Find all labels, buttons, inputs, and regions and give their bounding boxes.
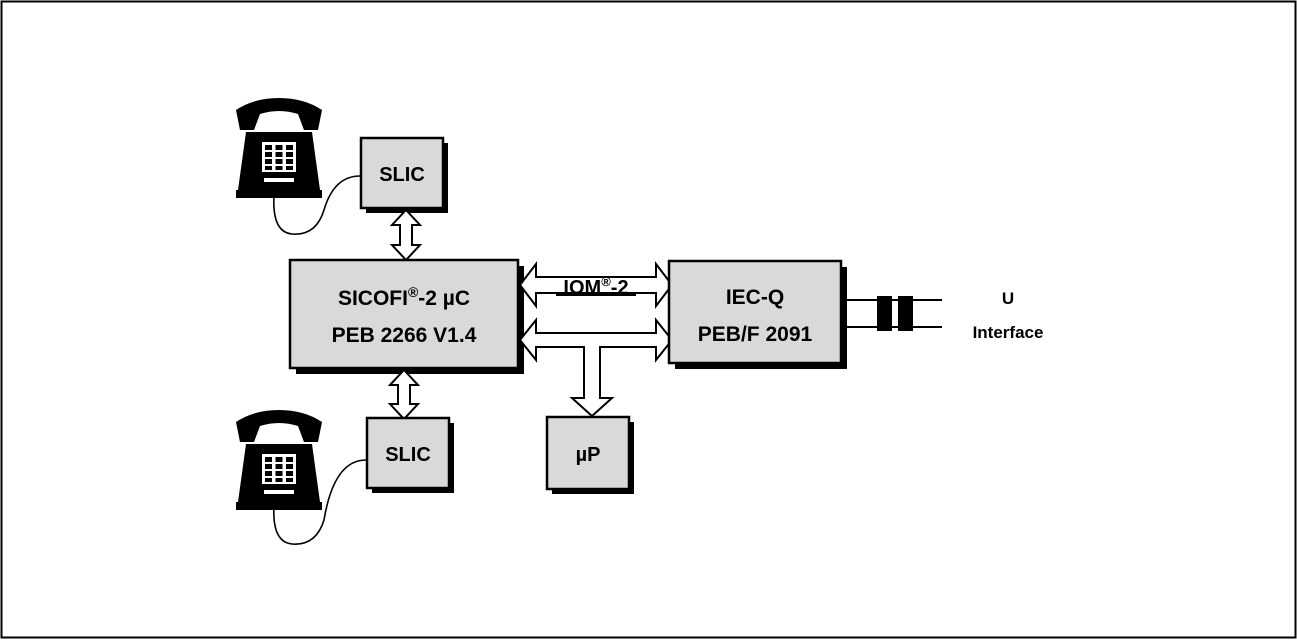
u-interface-label-line1: U bbox=[1002, 289, 1014, 308]
iecq-title: IEC-Q bbox=[726, 286, 784, 309]
telephone-icon-top bbox=[236, 98, 361, 235]
u-interface-label-line2: Interface bbox=[973, 323, 1044, 342]
sicofi-title: SICOFI®-2 µC bbox=[338, 284, 470, 310]
bidirectional-arrow-slic-bottom bbox=[387, 368, 421, 421]
iecq-part-number: PEB/F 2091 bbox=[698, 323, 813, 346]
microprocessor-block: µP bbox=[545, 415, 634, 494]
slic-top-block: SLIC bbox=[359, 136, 448, 213]
iom2-bus-label: IOM®-2 bbox=[563, 274, 628, 299]
bidirectional-arrow-slic-top bbox=[389, 208, 423, 262]
telephone-icon-bottom bbox=[236, 410, 367, 545]
sicofi-block: SICOFI®-2 µC PEB 2266 V1.4 bbox=[288, 258, 524, 374]
slic-bottom-label: SLIC bbox=[385, 444, 431, 466]
sicofi-part-number: PEB 2266 V1.4 bbox=[332, 324, 477, 347]
transformer-icon bbox=[843, 296, 942, 331]
microprocessor-label: µP bbox=[576, 444, 601, 466]
iecq-block: IEC-Q PEB/F 2091 bbox=[667, 259, 847, 369]
data-bus-arrow-bottom bbox=[518, 317, 674, 418]
slic-top-label: SLIC bbox=[379, 164, 425, 186]
slic-bottom-block: SLIC bbox=[365, 416, 454, 493]
